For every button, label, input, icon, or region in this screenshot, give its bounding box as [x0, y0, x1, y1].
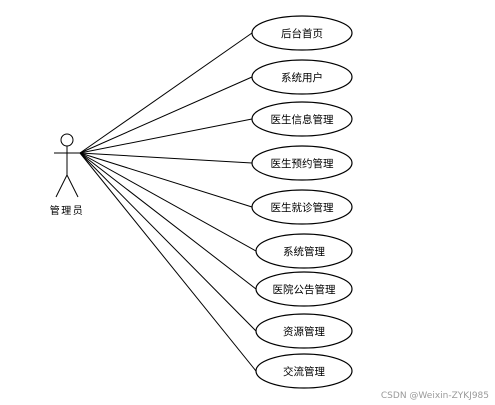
use-case-交流管理: 交流管理 — [255, 353, 353, 389]
use-case-ellipse — [255, 353, 353, 389]
use-case-后台首页: 后台首页 — [251, 15, 353, 51]
use-case-label: 医院公告管理 — [273, 283, 336, 296]
use-case-label: 医生信息管理 — [271, 113, 334, 126]
use-case-医生就诊管理: 医生就诊管理 — [251, 189, 353, 225]
watermark-text: CSDN @Weixin-ZYKJ985 — [381, 391, 489, 401]
association-line — [79, 118, 253, 154]
use-case-ellipse — [251, 59, 353, 95]
use-case-医生信息管理: 医生信息管理 — [251, 101, 353, 137]
use-case-ellipse — [255, 233, 353, 269]
association-line — [79, 152, 253, 164]
use-case-医生预约管理: 医生预约管理 — [251, 145, 353, 181]
association-line — [79, 152, 257, 290]
use-case-label: 医生预约管理 — [271, 157, 334, 170]
use-case-ellipse — [251, 101, 353, 137]
actor-head — [60, 133, 74, 147]
association-line — [79, 32, 253, 154]
use-case-ellipse — [251, 15, 353, 51]
use-case-资源管理: 资源管理 — [255, 313, 353, 349]
association-line — [79, 152, 257, 252]
use-case-label: 资源管理 — [283, 325, 325, 338]
use-case-ellipse — [255, 313, 353, 349]
use-case-label: 后台首页 — [281, 27, 323, 40]
association-line — [79, 152, 257, 332]
use-case-label: 系统用户 — [281, 71, 323, 84]
use-case-label: 交流管理 — [283, 365, 325, 378]
use-case-医院公告管理: 医院公告管理 — [255, 271, 353, 307]
actor-label: 管理员 — [50, 204, 85, 217]
association-lines — [79, 32, 257, 372]
association-line — [79, 76, 253, 154]
actor-figure — [54, 133, 80, 198]
actor-right-leg — [66, 174, 79, 198]
association-line — [79, 152, 253, 208]
use-case-ellipse — [251, 145, 353, 181]
actor-left-leg — [55, 174, 68, 198]
use-case-ellipse — [251, 189, 353, 225]
use-case-ellipse — [255, 271, 353, 307]
use-case-系统管理: 系统管理 — [255, 233, 353, 269]
use-case-label: 医生就诊管理 — [271, 201, 334, 214]
association-line — [79, 152, 257, 372]
use-case-label: 系统管理 — [283, 245, 325, 258]
use-case-系统用户: 系统用户 — [251, 59, 353, 95]
